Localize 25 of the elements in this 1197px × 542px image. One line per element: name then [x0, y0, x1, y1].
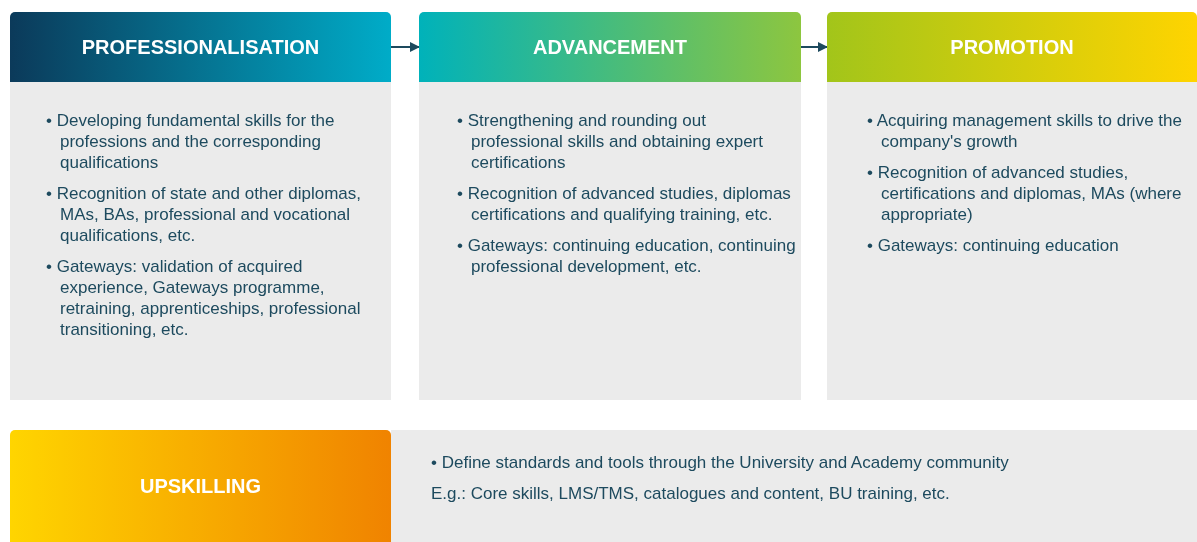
- bullet-text: • Define standards and tools through the University and Academy community: [431, 452, 1010, 473]
- stage-header-box: [827, 12, 1197, 82]
- bullet-text: • Strengthening and rounding out professional skills and obtaining expert certifications: [457, 110, 764, 173]
- example-text: E.g.: Core skills, LMS/TMS, catalogues and content, BU training, etc.: [431, 483, 951, 504]
- stage-title: ADVANCEMENT: [532, 35, 688, 59]
- bullet-text: • Gateways: validation of acquired experience, Gateways programme, retraining, apprenticeships, professional transitioning, etc.: [46, 256, 362, 340]
- stage-title: UPSKILLING: [139, 474, 262, 498]
- content-panel: [10, 82, 391, 400]
- arrow: [390, 42, 420, 52]
- arrow: [800, 42, 828, 52]
- content-panel: [827, 82, 1197, 400]
- bullet-text: • Recognition of advanced studies, certifications and diplomas, MAs (where appropriate): [867, 162, 1183, 225]
- bullet-text: • Recognition of state and other diplomas, MAs, BAs, professional and vocational qualifications, etc.: [46, 183, 362, 246]
- content-panel: [419, 82, 801, 400]
- content-panel: [391, 430, 1197, 542]
- bullet-text: • Acquiring management skills to drive the company's growth: [867, 110, 1183, 152]
- stage-title: PROFESSIONALISATION: [81, 35, 320, 59]
- stage-header-box: [10, 12, 391, 82]
- bullet-text: • Developing fundamental skills for the professions and the corresponding qualifications: [46, 110, 336, 173]
- bullet-text: • Gateways: continuing education: [867, 235, 1120, 256]
- stage-header-box: [419, 12, 801, 82]
- stage-header-box: [10, 430, 391, 542]
- stage-title: PROMOTION: [950, 35, 1074, 59]
- bullet-text: • Gateways: continuing education, continuing professional development, etc.: [457, 235, 797, 277]
- bullet-text: • Recognition of advanced studies, diplomas certifications and qualifying training, etc.: [457, 183, 792, 225]
